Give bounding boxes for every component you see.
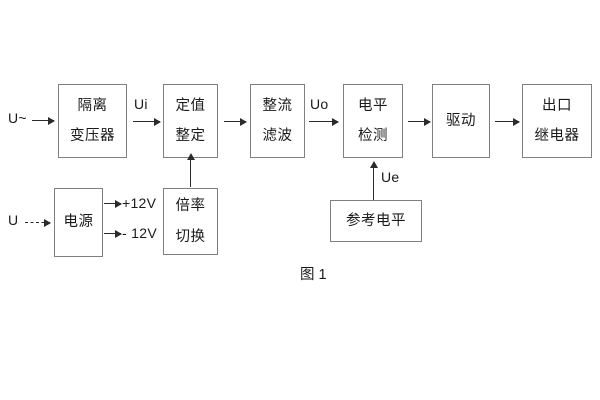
block-line: 整流	[262, 97, 293, 114]
arrow-reference-to-level-detection	[369, 161, 378, 200]
arrow-setting-to-rectify	[224, 117, 247, 126]
block-drive: 驱动	[432, 84, 490, 158]
block-line: 切换	[175, 228, 206, 245]
block-level-detection: 电平 检测	[343, 84, 403, 158]
input-dc-label: U	[8, 212, 19, 228]
block-line: 继电器	[534, 128, 580, 144]
arrow-isolation-to-setting	[133, 117, 161, 126]
supply-positive-label: +12V	[122, 195, 157, 211]
block-line: 定值	[175, 97, 206, 114]
block-output-relay: 出口 继电器	[522, 84, 592, 158]
input-ac-label: U~	[8, 110, 27, 126]
arrow-rectify-to-level	[309, 117, 339, 126]
arrow-input-to-power-supply	[25, 218, 51, 227]
block-line: 出口	[542, 97, 572, 114]
block-line: 整定	[175, 128, 206, 144]
signal-ui-label: Ui	[134, 96, 148, 112]
block-power-supply: 电源	[54, 188, 103, 257]
block-line: 隔离	[77, 97, 108, 114]
block-rectify-filter: 整流 滤波	[250, 84, 305, 158]
block-line: 滤波	[262, 128, 293, 144]
block-setting-value: 定值 整定	[163, 84, 218, 158]
block-line: 参考电平	[346, 212, 406, 229]
block-line: 驱动	[446, 112, 476, 129]
supply-negative-label: - 12V	[122, 225, 157, 241]
figure-caption: 图 1	[300, 267, 327, 283]
block-line: 检测	[358, 128, 388, 144]
signal-ue-label: Ue	[381, 169, 400, 185]
arrow-supply-negative	[104, 229, 122, 238]
block-reference-level: 参考电平	[330, 200, 422, 242]
block-isolation-transformer: 隔离 变压器	[58, 84, 127, 158]
block-line: 电源	[63, 214, 94, 231]
signal-uo-label: Uo	[310, 96, 329, 112]
block-line: 电平	[358, 97, 388, 114]
arrow-input-to-isolation	[32, 116, 55, 125]
arrow-multiplier-to-setting	[186, 153, 195, 187]
block-multiplier-switch: 倍率 切换	[163, 188, 218, 255]
arrow-drive-to-output-relay	[495, 117, 520, 126]
arrow-supply-positive	[104, 199, 122, 208]
arrow-level-to-drive	[408, 117, 431, 126]
block-line: 变压器	[70, 128, 115, 144]
block-line: 倍率	[175, 198, 206, 214]
